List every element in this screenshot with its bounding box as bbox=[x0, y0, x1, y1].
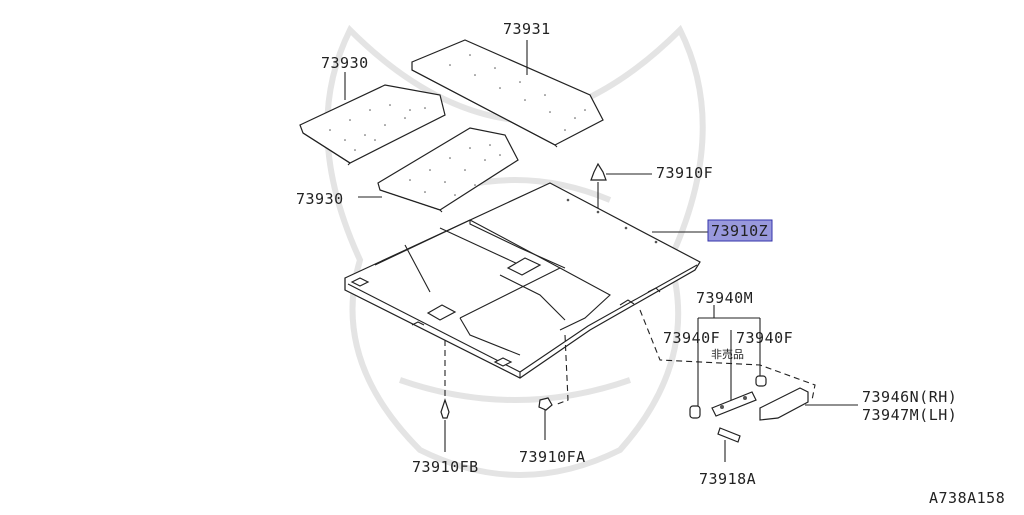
label-73946N[interactable]: 73946N(RH) bbox=[862, 388, 957, 406]
pad-73930-upper bbox=[299, 84, 446, 166]
clip-73910FB bbox=[440, 340, 450, 452]
label-73910Z-highlight[interactable]: 73910Z bbox=[707, 219, 773, 242]
label-73940M[interactable]: 73940M bbox=[696, 289, 753, 307]
label-73947M[interactable]: 73947M(LH) bbox=[862, 406, 957, 424]
label-73910F[interactable]: 73910F bbox=[656, 164, 713, 182]
hinge-parts bbox=[689, 375, 858, 462]
pad-73930-lower bbox=[377, 127, 519, 213]
label-73910FA[interactable]: 73910FA bbox=[519, 448, 586, 466]
label-73910Z[interactable]: 73910Z bbox=[711, 222, 768, 240]
label-73930-upper[interactable]: 73930 bbox=[321, 54, 369, 72]
bracket-73940M bbox=[697, 305, 761, 408]
label-73940F-right[interactable]: 73940F bbox=[736, 329, 793, 347]
label-73918A[interactable]: 73918A bbox=[699, 470, 756, 488]
label-73930-lower[interactable]: 73930 bbox=[296, 190, 344, 208]
label-73940F-left[interactable]: 73940F bbox=[663, 329, 720, 347]
pad-73931 bbox=[411, 39, 604, 148]
label-73910FB[interactable]: 73910FB bbox=[412, 458, 479, 476]
headlining-panel bbox=[344, 182, 701, 379]
label-not-for-sale: 非売品 bbox=[711, 348, 744, 361]
clip-73910F bbox=[590, 162, 652, 208]
diagram-code: A738A158 bbox=[929, 489, 1005, 507]
clip-73910FA bbox=[538, 334, 569, 440]
label-73931[interactable]: 73931 bbox=[503, 20, 551, 38]
